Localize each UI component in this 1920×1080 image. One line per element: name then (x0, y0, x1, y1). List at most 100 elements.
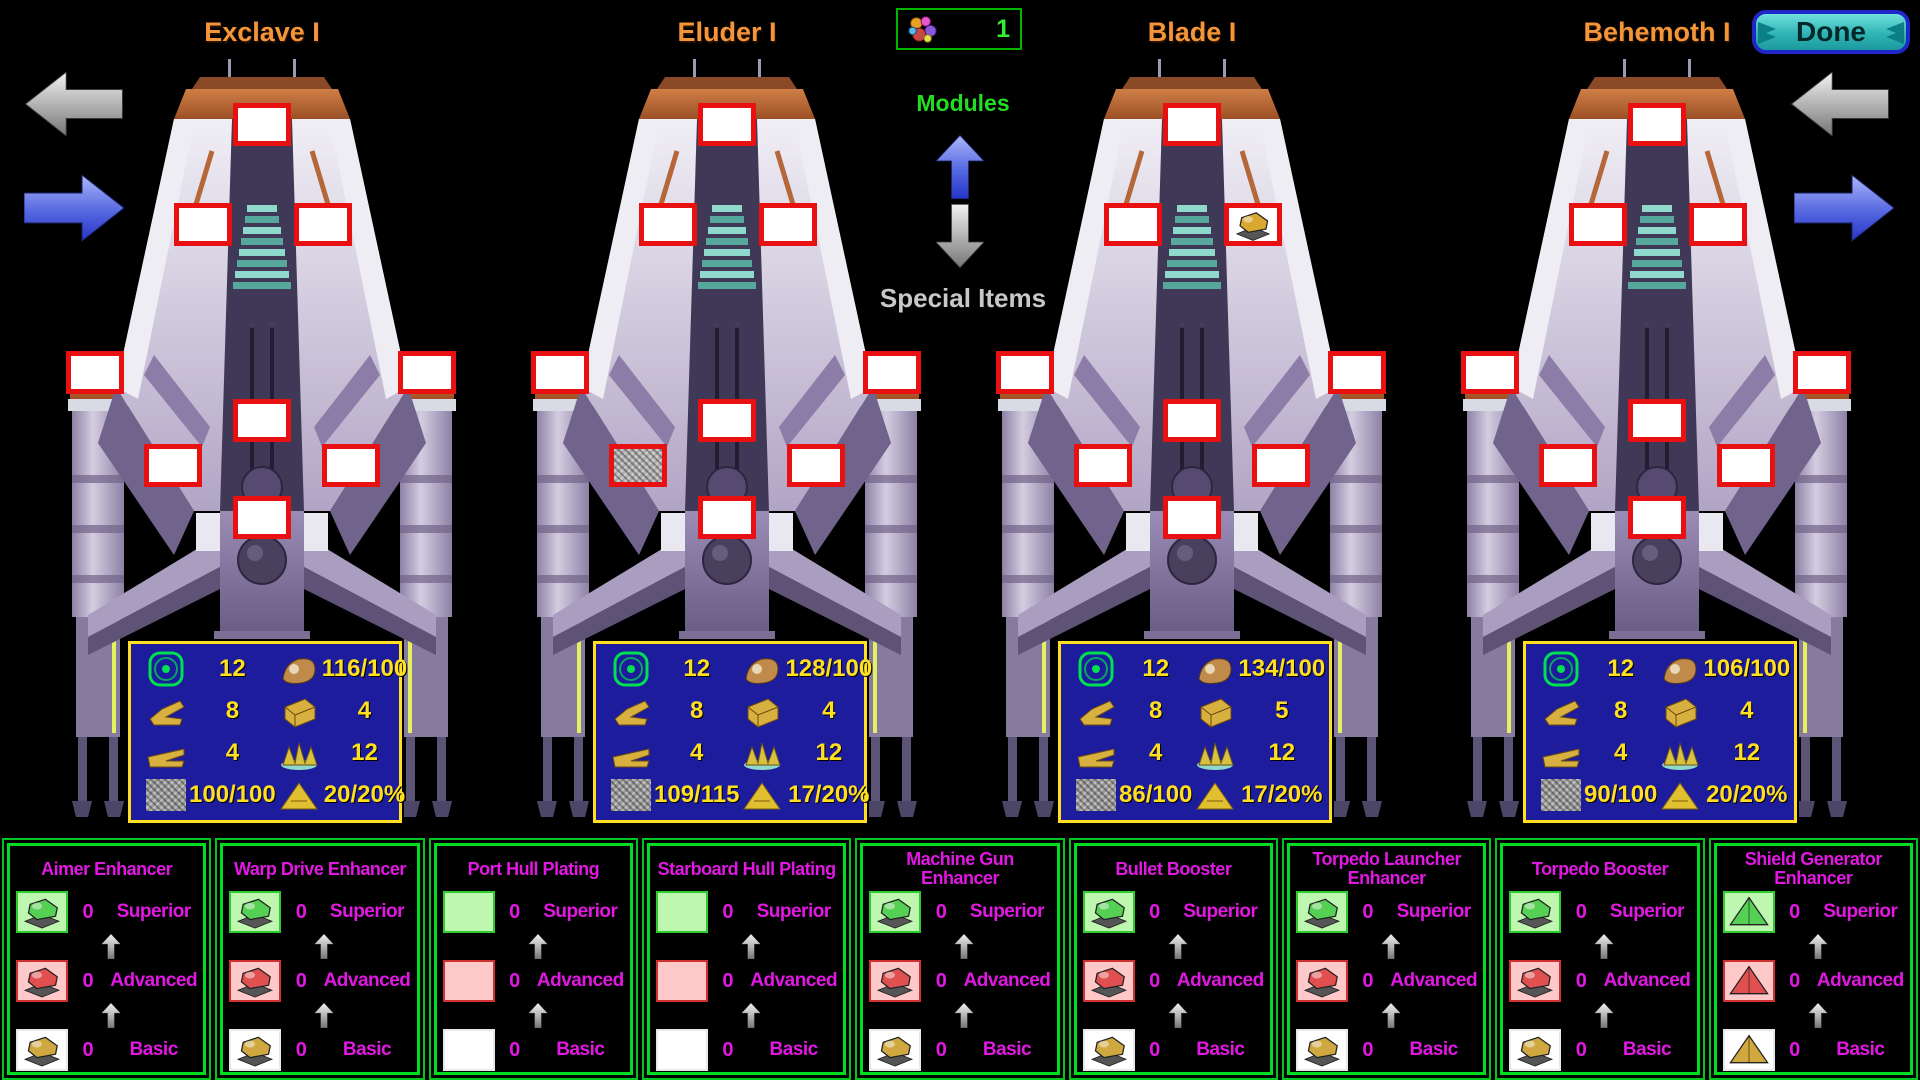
module-slot-bottom[interactable] (1163, 496, 1221, 539)
module-slot-center[interactable] (698, 399, 756, 442)
special-items-down-arrow[interactable] (936, 200, 984, 272)
module-slot-upper-right[interactable] (294, 203, 352, 246)
warp-drive-device-icon[interactable] (229, 891, 282, 933)
hull-swatch-icon[interactable] (442, 891, 495, 933)
upgrade-tier-label: Advanced (323, 970, 411, 991)
module-slot-bottom[interactable] (698, 496, 756, 539)
hull-swatch-icon[interactable] (442, 960, 495, 1002)
module-slot-bottom[interactable] (1628, 496, 1686, 539)
upgrade-tier-count: 0 (82, 969, 94, 992)
aimer-device-icon[interactable] (16, 891, 68, 933)
stat-value: 8 (690, 697, 704, 724)
module-slot-right-pylon[interactable] (1793, 351, 1851, 394)
upgrade-tier-label: Superior (1396, 901, 1472, 922)
module-slot-upper-left[interactable] (174, 203, 232, 246)
module-slot-upper-left[interactable] (639, 203, 697, 246)
ship-name: Behemoth I (1583, 17, 1731, 47)
module-slot-center[interactable] (233, 399, 291, 442)
warp-drive-device-icon[interactable] (229, 1029, 282, 1071)
upgrade-tier-label: Superior (543, 901, 618, 922)
torpedo-launcher-device-icon[interactable] (1295, 891, 1348, 933)
module-slot-top[interactable] (1628, 103, 1686, 146)
torpedo-device-icon[interactable] (1509, 1029, 1562, 1071)
upgrade-path-up-arrow-icon (1378, 1003, 1410, 1028)
module-slot-center[interactable] (1628, 399, 1686, 442)
hull-swatch-icon[interactable] (655, 891, 708, 933)
upgrade-path-up-arrow-icon (1165, 934, 1197, 959)
upgrade-tier-label: Superior (969, 901, 1045, 922)
stat-value: 12 (1142, 655, 1170, 682)
module-slot-right-wing[interactable] (1252, 444, 1310, 487)
module-slot-right-wing[interactable] (787, 444, 845, 487)
shield-pyramid-icon[interactable] (1722, 1029, 1775, 1071)
upgrade-tier-count: 0 (1575, 969, 1587, 992)
module-slot-left-pylon[interactable] (996, 351, 1054, 394)
module-slot-right-pylon[interactable] (398, 351, 456, 394)
stat-value: 12 (1268, 739, 1296, 766)
upgrade-tier-count: 0 (509, 900, 521, 923)
upgrade-panel-title: Torpedo Booster (1531, 858, 1669, 879)
upgrade-tier-count: 0 (1149, 900, 1161, 923)
hull-icon (143, 779, 189, 811)
hull-swatch-icon[interactable] (655, 960, 708, 1002)
machine-gun-device-icon[interactable] (869, 1029, 922, 1071)
module-slot-bottom[interactable] (233, 496, 291, 539)
item-counter-value: 1 (996, 14, 1010, 43)
modules-up-arrow[interactable] (936, 132, 984, 202)
module-slot-left-pylon[interactable] (66, 351, 124, 394)
bullet-device-icon[interactable] (1082, 1029, 1135, 1071)
aimer-device-icon[interactable] (16, 1029, 68, 1071)
module-slot-left-wing[interactable] (144, 444, 202, 487)
module-slot-left-pylon[interactable] (1461, 351, 1519, 394)
torpedo-device-icon[interactable] (1509, 960, 1562, 1002)
module-slot-upper-right[interactable] (1224, 203, 1282, 246)
hull-swatch-icon[interactable] (655, 1029, 708, 1071)
module-slot-upper-left[interactable] (1104, 203, 1162, 246)
module-slot-left-pylon[interactable] (531, 351, 589, 394)
hull-icon (1541, 779, 1581, 811)
upgrade-tier-count: 0 (82, 1038, 94, 1061)
torpedo-launcher-device-icon[interactable] (1295, 960, 1348, 1002)
hull-swatch-icon[interactable] (442, 1029, 495, 1071)
module-slot-center[interactable] (1163, 399, 1221, 442)
aimer-device-icon[interactable] (16, 960, 68, 1002)
module-slot-upper-right[interactable] (759, 203, 817, 246)
module-slot-left-wing[interactable] (1539, 444, 1597, 487)
module-slot-top[interactable] (233, 103, 291, 146)
upgrade-tier-label: Basic (129, 1039, 179, 1060)
machine-gun-device-icon[interactable] (869, 960, 922, 1002)
hull-icon (146, 779, 186, 811)
upgrade-tier-label: Superior (1823, 901, 1898, 922)
done-button[interactable]: Done (1752, 10, 1910, 54)
shield-pyramid-icon[interactable] (1722, 891, 1775, 933)
module-slot-right-wing[interactable] (1717, 444, 1775, 487)
fuel-icon (276, 777, 322, 813)
module-slot-upper-left[interactable] (1569, 203, 1627, 246)
torpedo-launcher-device-icon[interactable] (1295, 1029, 1348, 1071)
bullet-device-icon[interactable] (1082, 891, 1135, 933)
module-slot-left-wing[interactable] (609, 444, 667, 487)
torpedo-device-icon[interactable] (1509, 891, 1562, 933)
upgrade-tier-count: 0 (295, 1038, 307, 1061)
warp-drive-device-icon[interactable] (229, 960, 282, 1002)
module-slot-right-pylon[interactable] (1328, 351, 1386, 394)
module-slot-top[interactable] (1163, 103, 1221, 146)
module-slot-top[interactable] (698, 103, 756, 146)
module-slot-upper-right[interactable] (1689, 203, 1747, 246)
missiles-icon (1657, 735, 1703, 771)
machine-gun-device-icon[interactable] (869, 891, 922, 933)
module-slot-right-pylon[interactable] (863, 351, 921, 394)
shield-pyramid-icon[interactable] (1722, 960, 1775, 1002)
module-slot-left-wing[interactable] (1074, 444, 1132, 487)
module-slot-right-wing[interactable] (322, 444, 380, 487)
bullet-device-icon[interactable] (1082, 960, 1135, 1002)
